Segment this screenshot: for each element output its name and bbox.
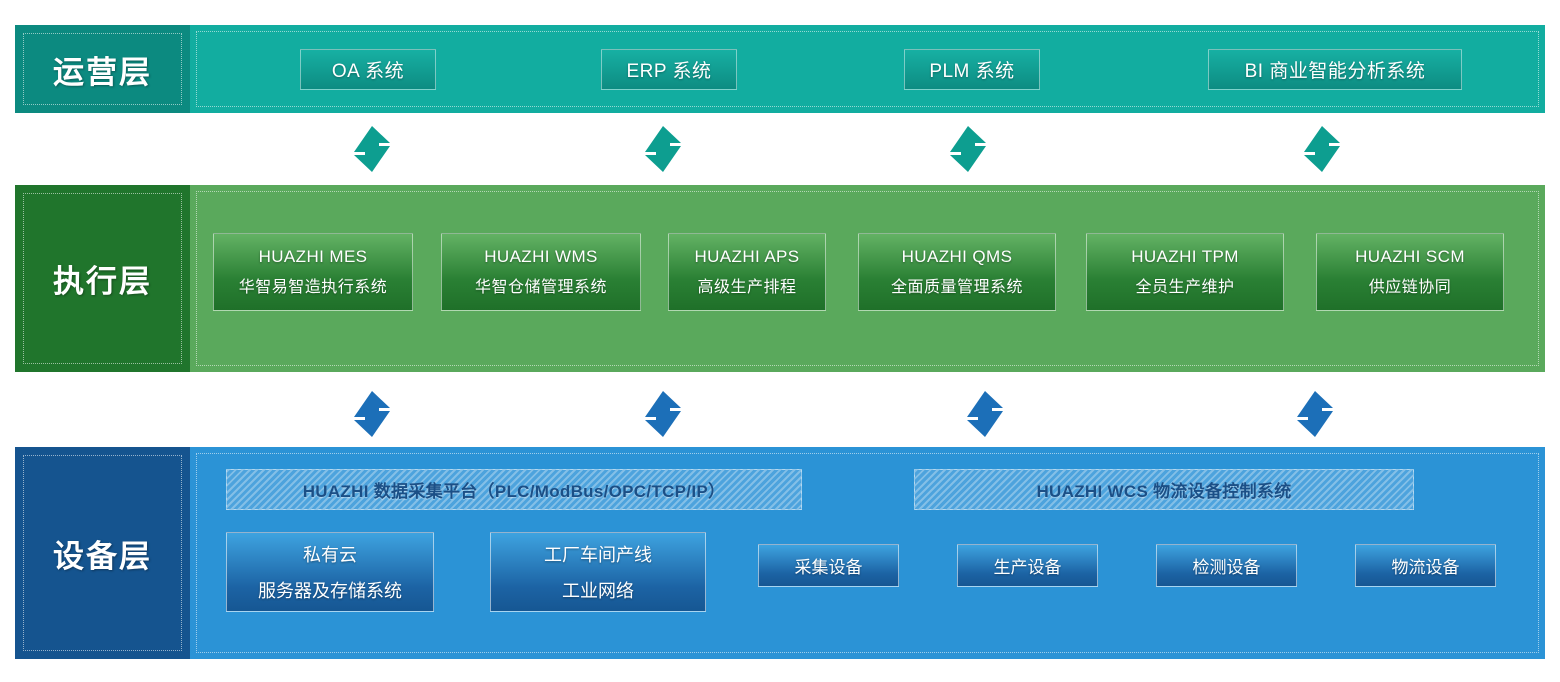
- layer-device-label-panel: 设备层: [15, 447, 190, 659]
- double-arrow-vertical-icon: [946, 126, 990, 172]
- device-component-list: HUAZHI 数据采集平台（PLC/ModBus/OPC/TCP/IP） HUAZ…: [190, 447, 1545, 659]
- double-arrow-vertical-icon: [350, 126, 394, 172]
- execution-system-box[interactable]: HUAZHI SCM 供应链协同: [1316, 233, 1504, 311]
- operations-system-list: OA 系统 ERP 系统 PLM 系统 BI 商业智能分析系统: [190, 25, 1545, 113]
- operations-system-box[interactable]: PLM 系统: [904, 49, 1040, 90]
- layer-execution: 执行层 HUAZHI MES 华智易智造执行系统 HUAZHI WMS 华智仓储管理系…: [15, 185, 1545, 372]
- device-infrastructure-box[interactable]: 工厂车间产线工业网络: [490, 532, 706, 612]
- dotted-border-decoration: [23, 455, 182, 651]
- layer-operations-body: OA 系统 ERP 系统 PLM 系统 BI 商业智能分析系统: [190, 25, 1545, 113]
- device-equipment-box[interactable]: 采集设备: [758, 544, 899, 587]
- device-platform-bar[interactable]: HUAZHI WCS 物流设备控制系统: [914, 469, 1414, 510]
- operations-system-box[interactable]: BI 商业智能分析系统: [1208, 49, 1462, 90]
- execution-system-name: 全面质量管理系统: [890, 279, 1023, 296]
- execution-system-name: 全员生产维护: [1135, 279, 1235, 296]
- execution-system-name: 供应链协同: [1368, 279, 1452, 296]
- double-arrow-vertical-icon: [1300, 126, 1344, 172]
- execution-system-name: 华智易智造执行系统: [238, 279, 388, 296]
- execution-system-code: HUAZHI MES: [258, 247, 368, 266]
- double-arrow-vertical-icon: [1293, 391, 1337, 437]
- device-box-line-2: 服务器及存储系统: [258, 581, 402, 601]
- execution-system-box[interactable]: HUAZHI APS 高级生产排程: [668, 233, 826, 311]
- execution-system-box[interactable]: HUAZHI TPM 全员生产维护: [1086, 233, 1284, 311]
- execution-system-code: HUAZHI APS: [694, 247, 800, 266]
- device-box-line-1: 工厂车间产线: [544, 545, 652, 565]
- dotted-border-decoration: [23, 33, 182, 105]
- layer-device-body: HUAZHI 数据采集平台（PLC/ModBus/OPC/TCP/IP） HUAZ…: [190, 447, 1545, 659]
- execution-system-box[interactable]: HUAZHI MES 华智易智造执行系统: [213, 233, 413, 311]
- double-arrow-vertical-icon: [963, 391, 1007, 437]
- double-arrow-vertical-icon: [350, 391, 394, 437]
- device-infrastructure-box[interactable]: 私有云服务器及存储系统: [226, 532, 434, 612]
- execution-system-box[interactable]: HUAZHI WMS 华智仓储管理系统: [441, 233, 641, 311]
- device-equipment-box[interactable]: 检测设备: [1156, 544, 1297, 587]
- device-platform-bar[interactable]: HUAZHI 数据采集平台（PLC/ModBus/OPC/TCP/IP）: [226, 469, 802, 510]
- execution-system-code: HUAZHI TPM: [1131, 247, 1239, 266]
- layer-execution-title: 执行层: [53, 264, 152, 299]
- layer-operations-label-panel: 运营层: [15, 25, 190, 113]
- device-box-line-1: 私有云: [303, 545, 357, 565]
- layer-operations-title: 运营层: [53, 54, 152, 90]
- layer-device: 设备层 HUAZHI 数据采集平台（PLC/ModBus/OPC/TCP/IP）…: [15, 447, 1545, 659]
- layer-operations: 运营层 OA 系统 ERP 系统 PLM 系统 BI 商业智能分析系统: [15, 25, 1545, 113]
- layer-execution-label-panel: 执行层: [15, 185, 190, 372]
- execution-system-code: HUAZHI QMS: [901, 247, 1013, 266]
- device-equipment-box[interactable]: 物流设备: [1355, 544, 1496, 587]
- device-equipment-box[interactable]: 生产设备: [957, 544, 1098, 587]
- execution-system-code: HUAZHI WMS: [484, 247, 598, 266]
- operations-system-box[interactable]: ERP 系统: [601, 49, 737, 90]
- dotted-border-decoration: [23, 193, 182, 364]
- device-box-line-2: 工业网络: [562, 581, 634, 601]
- execution-system-name: 华智仓储管理系统: [474, 279, 607, 296]
- execution-system-code: HUAZHI SCM: [1355, 247, 1465, 266]
- operations-system-box[interactable]: OA 系统: [300, 49, 436, 90]
- execution-system-name: 高级生产排程: [697, 279, 797, 296]
- execution-system-box[interactable]: HUAZHI QMS 全面质量管理系统: [858, 233, 1056, 311]
- double-arrow-vertical-icon: [641, 391, 685, 437]
- layer-device-title: 设备层: [53, 538, 152, 574]
- double-arrow-vertical-icon: [641, 126, 685, 172]
